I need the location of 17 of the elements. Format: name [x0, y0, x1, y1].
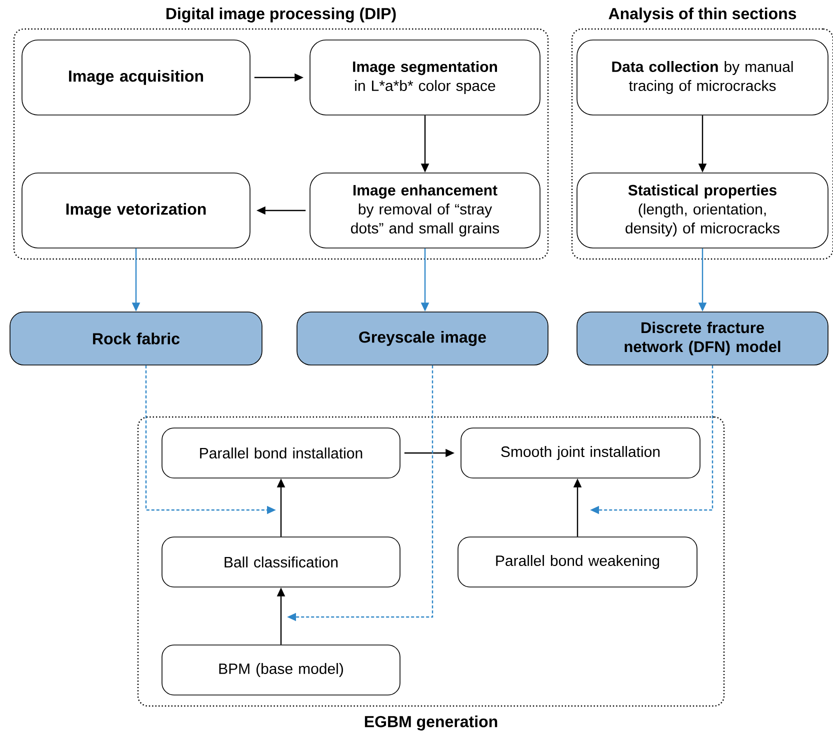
node-label: EGBM generation — [364, 716, 498, 730]
process-box: Image acquisition — [22, 40, 250, 116]
process-box: Ball classification — [162, 536, 400, 588]
process-box: Statistical properties (length, orientation, density) of microcracks — [576, 172, 828, 248]
process-box: Data collection by manual tracing of microcracks — [576, 40, 828, 116]
process-box: Parallel bond weakening — [458, 536, 698, 588]
process-box: Image vetorization — [22, 172, 250, 248]
process-box: Image enhancement by removal of “stray dots” and small grains — [310, 172, 540, 248]
result-box: Discrete fracture network (DFN) model — [576, 312, 828, 366]
node-label: Digital image processing (DIP) — [166, 8, 396, 22]
result-box: Greyscale image — [296, 312, 548, 366]
process-box: Image segmentation in L*a*b* color space — [310, 40, 540, 116]
process-box: BPM (base model) — [162, 644, 400, 696]
node-label: Analysis of thin sections — [608, 8, 796, 22]
process-box: Parallel bond installation — [162, 428, 400, 478]
result-box: Rock fabric — [10, 312, 262, 366]
process-box: Smooth joint installation — [460, 428, 700, 478]
